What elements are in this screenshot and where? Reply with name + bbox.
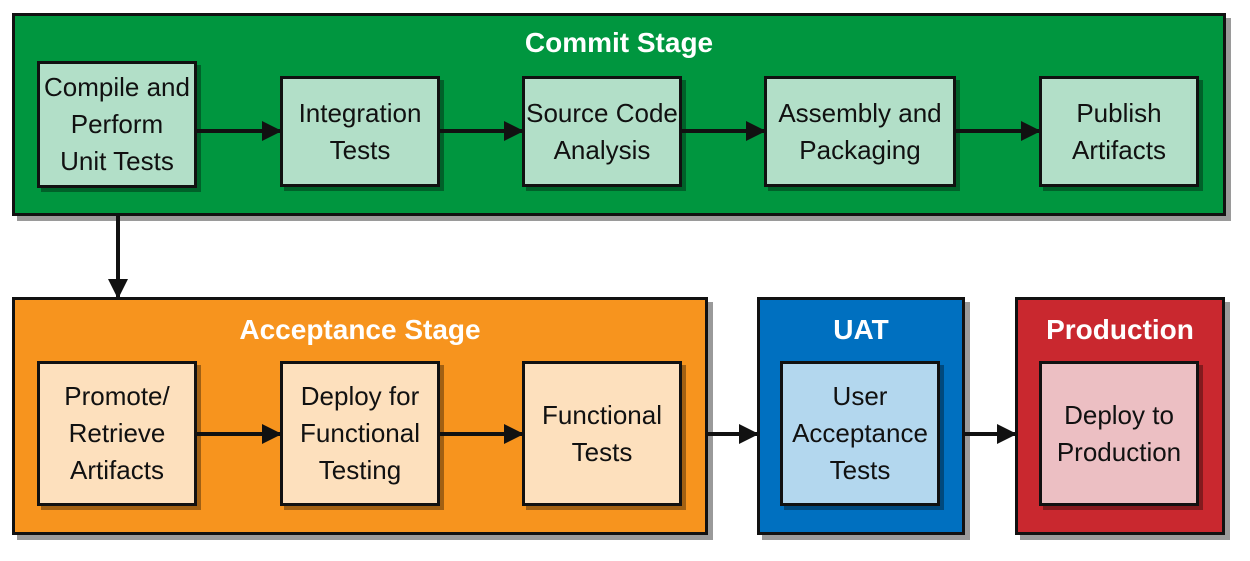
integration-tests-step: Integration Tests	[280, 76, 440, 187]
deploy-functional-testing-step: Deploy for Functional Testing	[280, 361, 440, 506]
commit-stage-title: Commit Stage	[524, 27, 714, 58]
production-stage-title: Production	[1046, 314, 1194, 345]
assembly-packaging-step: Assembly and Packaging	[764, 76, 956, 187]
user-acceptance-tests-step: User Acceptance Tests	[780, 361, 940, 506]
promote-retrieve-artifacts-step: Promote/ Retrieve Artifacts	[37, 361, 197, 506]
deploy-to-production-step: Deploy to Production	[1039, 361, 1199, 506]
functional-tests-step: Functional Tests	[522, 361, 682, 506]
uat-stage-title: UAT	[833, 314, 889, 345]
compile-unit-tests-step: Compile and Perform Unit Tests	[37, 61, 197, 188]
publish-artifacts-step: Publish Artifacts	[1039, 76, 1199, 187]
source-code-analysis-step: Source Code Analysis	[522, 76, 682, 187]
acceptance-stage-title: Acceptance Stage	[239, 314, 481, 345]
